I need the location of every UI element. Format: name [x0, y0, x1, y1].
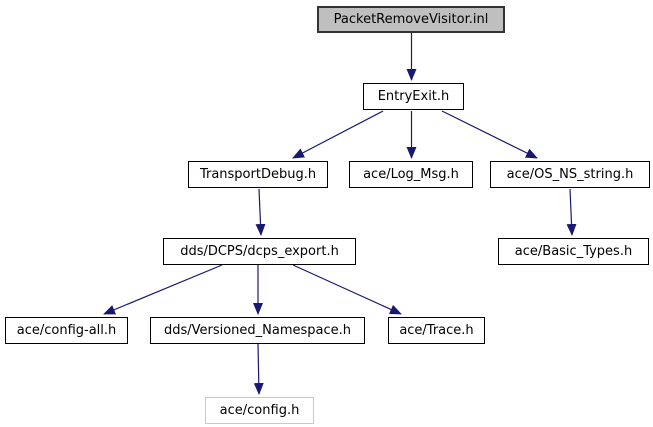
node-ace-log-msg-h[interactable]: ace/Log_Msg.h	[349, 161, 473, 188]
node-ace-config-h: ace/config.h	[205, 397, 314, 424]
node-dds-dcps-dcps-export-h[interactable]: dds/DCPS/dcps_export.h	[163, 238, 356, 265]
edge-dcps-export-to-ace-config-all	[103, 264, 223, 315]
edge-entryexit-to-ace-os-ns-string	[441, 110, 538, 159]
edge-transportdebug-to-dcps-export	[255, 188, 266, 236]
node-entryexit-h[interactable]: EntryExit.h	[363, 83, 464, 110]
node-ace-basic-types-h[interactable]: ace/Basic_Types.h	[498, 238, 649, 265]
edge-ace-os-ns-string-to-ace-basic-types	[566, 188, 577, 236]
node-dds-versioned-namespace-h[interactable]: dds/Versioned_Namespace.h	[150, 317, 365, 344]
node-packetremovevisitor-inl: PacketRemoveVisitor.inl	[317, 6, 505, 33]
node-ace-trace-h[interactable]: ace/Trace.h	[388, 317, 485, 344]
edge-versioned-namespace-to-ace-config	[253, 343, 264, 395]
node-ace-config-all-h[interactable]: ace/config-all.h	[5, 317, 128, 344]
edge-entryexit-to-transportdebug	[292, 110, 384, 159]
node-transportdebug-h[interactable]: TransportDebug.h	[188, 161, 328, 188]
edge-dcps-export-to-ace-trace	[292, 264, 402, 315]
node-ace-os-ns-string-h[interactable]: ace/OS_NS_string.h	[490, 161, 650, 188]
